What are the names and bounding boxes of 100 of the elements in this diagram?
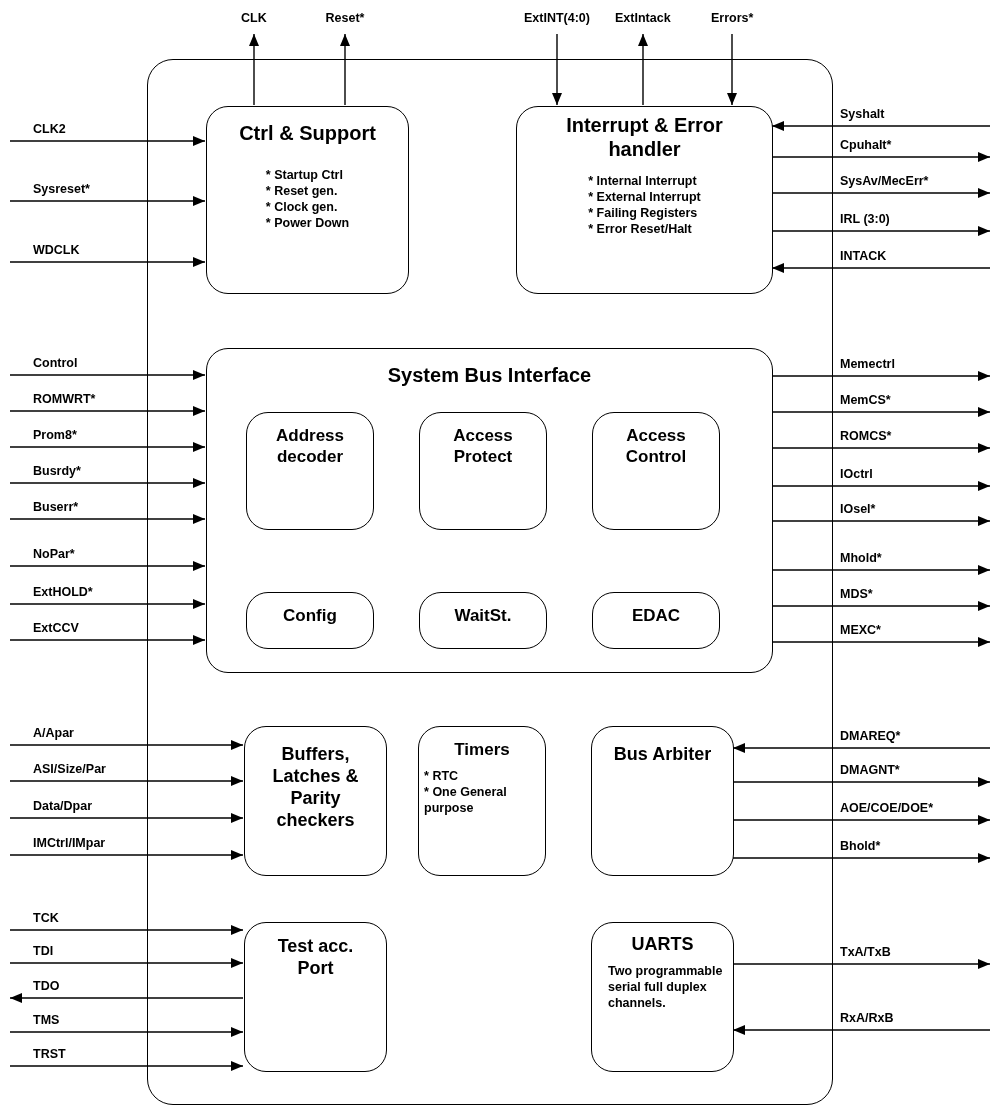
signal-arrow — [771, 637, 991, 647]
signal-arrow — [9, 406, 206, 416]
signal-arrow — [9, 1061, 244, 1071]
signal-label: NoPar* — [33, 547, 75, 561]
bullet-item: * Error Reset/Halt — [588, 221, 693, 237]
signal-label: ASI/Size/Par — [33, 762, 106, 776]
bullet-item: * Failing Registers — [588, 205, 699, 221]
signal-arrow — [9, 635, 206, 645]
signal-label: IMCtrl/IMpar — [33, 836, 106, 850]
block-description: Two programmable serial full duplex channels. — [608, 963, 723, 1011]
signal-arrow — [9, 850, 244, 860]
block-box — [206, 348, 773, 673]
signal-arrow — [9, 136, 206, 146]
block-title: Bus Arbiter — [612, 743, 713, 765]
block-title: Access Control — [624, 425, 688, 467]
signal-arrow — [771, 407, 991, 417]
block-box — [419, 592, 547, 649]
signal-label: MemCS* — [840, 393, 891, 407]
signal-label: WDCLK — [33, 243, 80, 257]
signal-arrow — [9, 740, 244, 750]
block-box — [244, 726, 387, 876]
signal-label: TRST — [33, 1047, 66, 1061]
block-box — [206, 106, 409, 294]
bullet-item: * One General purpose — [424, 784, 508, 816]
signal-label: Cpuhalt* — [840, 138, 892, 152]
signal-label: DMAREQ* — [840, 729, 901, 743]
block-title: Interrupt & Error handler — [565, 113, 724, 161]
signal-arrow — [249, 33, 259, 106]
bullet-item: * Startup Ctrl — [265, 167, 344, 183]
signal-arrow — [9, 370, 206, 380]
signal-label: ExtHOLD* — [33, 585, 93, 599]
bullet-item: * Clock gen. — [265, 199, 339, 215]
block-box — [244, 922, 387, 1072]
signal-label: CLK — [241, 11, 267, 25]
signal-label: TDI — [33, 944, 54, 958]
signal-label: IRL (3:0) — [840, 212, 890, 226]
signal-arrow — [771, 516, 991, 526]
signal-arrow — [771, 371, 991, 381]
signal-arrow — [340, 33, 350, 106]
block-title: Config — [282, 605, 338, 626]
signal-arrow — [732, 853, 991, 863]
signal-label: Mhold* — [840, 551, 882, 565]
block-box — [591, 726, 734, 876]
signal-label: AOE/COE/DOE* — [840, 801, 934, 815]
signal-label: TMS — [33, 1013, 60, 1027]
signal-arrow — [9, 514, 206, 524]
signal-label: Errors* — [711, 11, 754, 25]
signal-arrow — [771, 121, 991, 131]
chip-outline — [147, 59, 833, 1105]
block-title: Test acc. Port — [276, 935, 355, 979]
block-title: Access Protect — [452, 425, 514, 467]
signal-label: Sysreset* — [33, 182, 90, 196]
block-box — [592, 412, 720, 530]
signal-label: INTACK — [840, 249, 887, 263]
signal-label: ExtIntack — [615, 11, 671, 25]
signal-label: Buserr* — [33, 500, 79, 514]
signal-label: IOsel* — [840, 502, 876, 516]
block-box — [246, 592, 374, 649]
block-box — [418, 726, 546, 876]
signal-arrow — [9, 442, 206, 452]
block-title: Ctrl & Support — [238, 121, 377, 145]
block-title: System Bus Interface — [386, 363, 593, 387]
signal-label: ExtINT(4:0) — [524, 11, 590, 25]
signal-arrow — [771, 481, 991, 491]
signal-label: TxA/TxB — [840, 945, 891, 959]
signal-label: Data/Dpar — [33, 799, 93, 813]
signal-label: SysAv/MecErr* — [840, 174, 929, 188]
block-box — [419, 412, 547, 530]
signal-arrow — [9, 561, 206, 571]
signal-arrow — [732, 777, 991, 787]
signal-label: MEXC* — [840, 623, 881, 637]
signal-arrow — [9, 599, 206, 609]
signal-label: A/Apar — [33, 726, 74, 740]
signal-label: ROMWRT* — [33, 392, 96, 406]
signal-label: Busrdy* — [33, 464, 81, 478]
signal-arrow — [771, 601, 991, 611]
block-box — [592, 592, 720, 649]
block-box — [591, 922, 734, 1072]
signal-arrow — [9, 925, 244, 935]
block-box — [246, 412, 374, 530]
signal-arrow — [638, 33, 648, 106]
bullet-item: * Internal Interrupt — [588, 173, 698, 189]
block-title: Buffers, Latches & Parity checkers — [271, 743, 360, 831]
signal-arrow — [771, 443, 991, 453]
signal-label: RxA/RxB — [840, 1011, 894, 1025]
signal-arrow — [9, 257, 206, 267]
signal-arrow — [732, 1025, 991, 1035]
signal-arrow — [732, 815, 991, 825]
signal-arrow — [771, 188, 991, 198]
bullet-item: * Reset gen. — [265, 183, 339, 199]
signal-arrow — [9, 813, 244, 823]
signal-arrow — [732, 959, 991, 969]
signal-arrow — [727, 33, 737, 106]
bullet-item: * Power Down — [265, 215, 350, 231]
bullet-item: * RTC — [424, 768, 460, 784]
block-title: WaitSt. — [453, 605, 513, 626]
signal-label: Reset* — [325, 11, 365, 25]
signal-arrow — [9, 478, 206, 488]
signal-label: Memectrl — [840, 357, 895, 371]
signal-label: Prom8* — [33, 428, 77, 442]
